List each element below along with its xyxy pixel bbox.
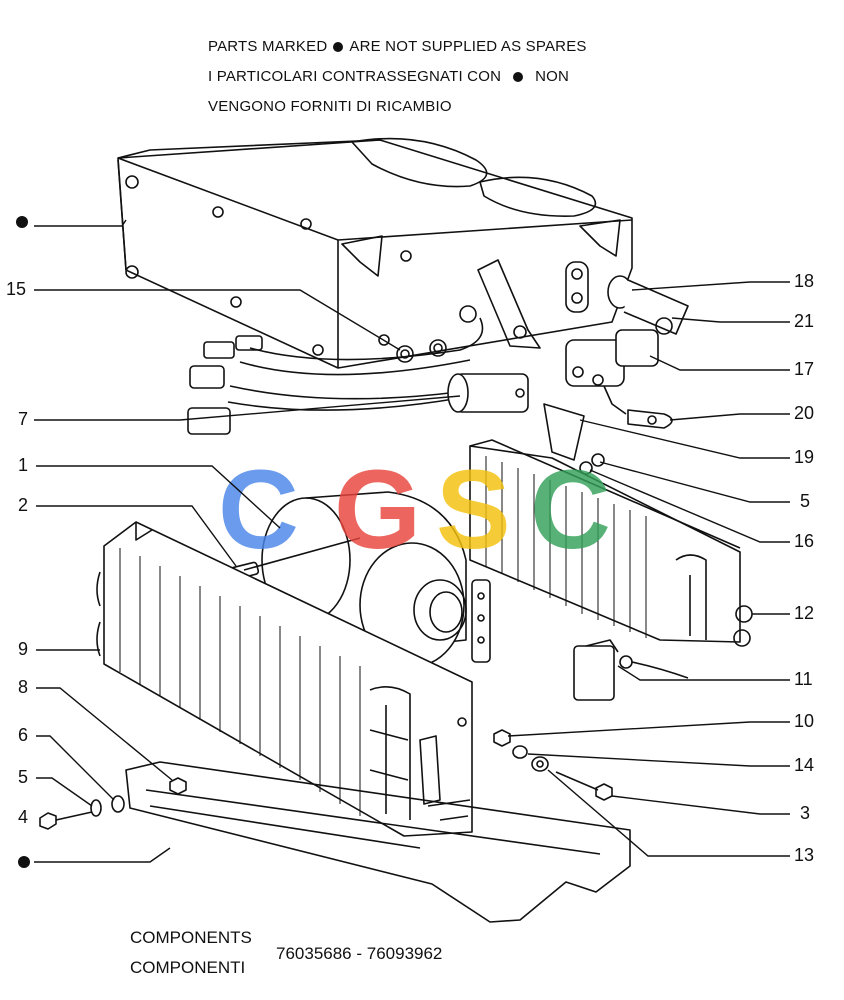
bullet-marker-icon <box>333 42 344 52</box>
callout-5-right: 5 <box>800 491 810 511</box>
blower-motor-illustration <box>220 491 491 668</box>
notice-line-1-end: ARE NOT SUPPLIED AS SPARES <box>349 38 587 55</box>
wiring-harness-illustration <box>187 305 484 435</box>
leader-lines <box>34 219 790 863</box>
callout-13: 13 <box>794 845 814 865</box>
mounting-frame-illustration <box>125 761 631 923</box>
callout-1: 1 <box>18 455 28 475</box>
bullet-marker-icon <box>513 72 524 82</box>
not-supplied-marker-icon <box>18 856 30 868</box>
callout-8: 8 <box>18 677 28 697</box>
callout-5-left: 5 <box>18 767 28 787</box>
callout-11: 11 <box>794 669 813 689</box>
rear-evaporator-core-illustration <box>469 439 753 647</box>
callout-7: 7 <box>18 409 28 429</box>
notice-line-1: PARTS MARKED ARE NOT SUPPLIED AS SPARES <box>208 38 587 55</box>
watermark-letter-g: G <box>334 447 421 572</box>
callout-18: 18 <box>794 271 814 291</box>
callout-2: 2 <box>18 495 28 515</box>
callout-10: 10 <box>794 711 814 731</box>
notice-line-1-start: PARTS MARKED <box>208 38 328 55</box>
watermark-letter-c: C <box>218 447 299 572</box>
callout-16: 16 <box>794 531 814 551</box>
callout-9: 9 <box>18 639 28 659</box>
callout-15: 15 <box>6 279 26 299</box>
footer-part-codes: 76035686 - 76093962 <box>276 944 443 963</box>
watermark-letter-c-end: C <box>530 447 611 572</box>
callout-3: 3 <box>800 803 810 823</box>
watermark-letter-s: S <box>436 447 511 572</box>
callout-12: 12 <box>794 603 814 623</box>
footer-label-en: COMPONENTS <box>130 928 252 947</box>
heater-housing-illustration <box>117 137 633 369</box>
callout-19: 19 <box>794 447 814 467</box>
front-evaporator-core-illustration <box>96 521 473 837</box>
callout-6: 6 <box>18 725 28 745</box>
callout-17: 17 <box>794 359 814 379</box>
callout-4: 4 <box>18 807 28 827</box>
notice-line-2: I PARTICOLARI CONTRASSEGNATI CON NON <box>208 68 569 85</box>
notice-line-2-end: NON <box>535 68 570 85</box>
notice-line-2-start: I PARTICOLARI CONTRASSEGNATI CON <box>208 68 502 85</box>
notice-line-3: VENGONO FORNITI DI RICAMBIO <box>208 98 452 115</box>
footer-label-it: COMPONENTI <box>130 958 246 977</box>
small-components-illustration <box>39 275 689 830</box>
not-supplied-marker-icon <box>16 216 28 228</box>
callout-20: 20 <box>794 403 814 423</box>
cgsc-watermark: C G S C <box>218 447 611 572</box>
callout-21: 21 <box>794 311 814 331</box>
callout-14: 14 <box>794 755 814 775</box>
expansion-valve-illustration <box>447 373 529 413</box>
